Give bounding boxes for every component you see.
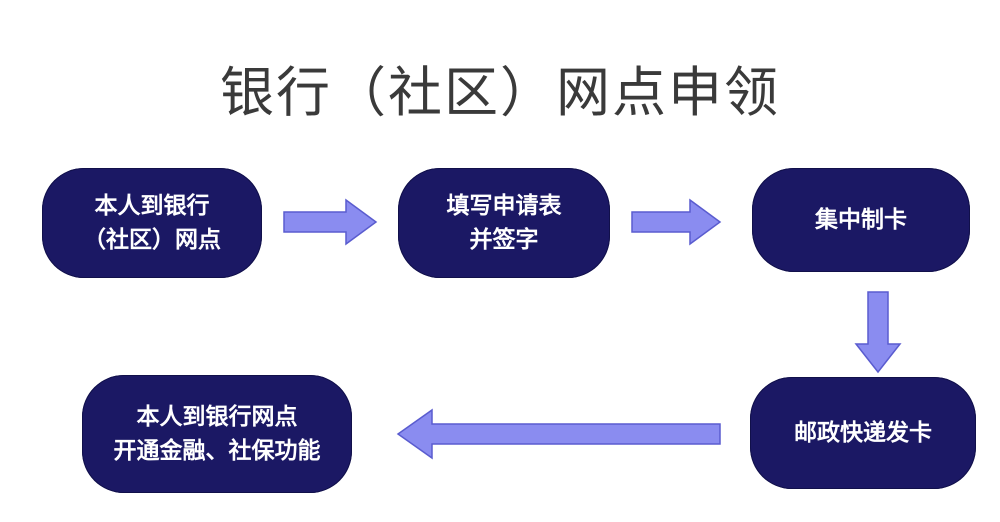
step-1-line-2: （社区）网点 [83,227,221,253]
step-5-line-1: 本人到银行网点 [136,404,298,430]
step-3-node: 集中制卡 [752,168,970,272]
step-2-line-2: 并签字 [469,227,539,253]
step-3-line-1: 集中制卡 [815,207,907,233]
step-5-node: 本人到银行网点 开通金融、社保功能 [82,375,352,493]
arrow-down-1 [854,291,902,374]
step-2-node: 填写申请表 并签字 [398,168,610,278]
arrow-right-1 [283,198,378,246]
step-4-line-1: 邮政快递发卡 [794,420,932,446]
step-1-line-1: 本人到银行 [94,193,210,219]
step-4-node: 邮政快递发卡 [750,377,976,489]
diagram-title: 银行（社区）网点申领 [220,61,780,124]
step-1-node: 本人到银行 （社区）网点 [42,168,262,278]
step-2-line-1: 填写申请表 [446,193,562,219]
step-5-line-2: 开通金融、社保功能 [113,438,321,464]
arrow-left-1 [396,408,721,460]
arrow-right-2 [631,198,722,246]
